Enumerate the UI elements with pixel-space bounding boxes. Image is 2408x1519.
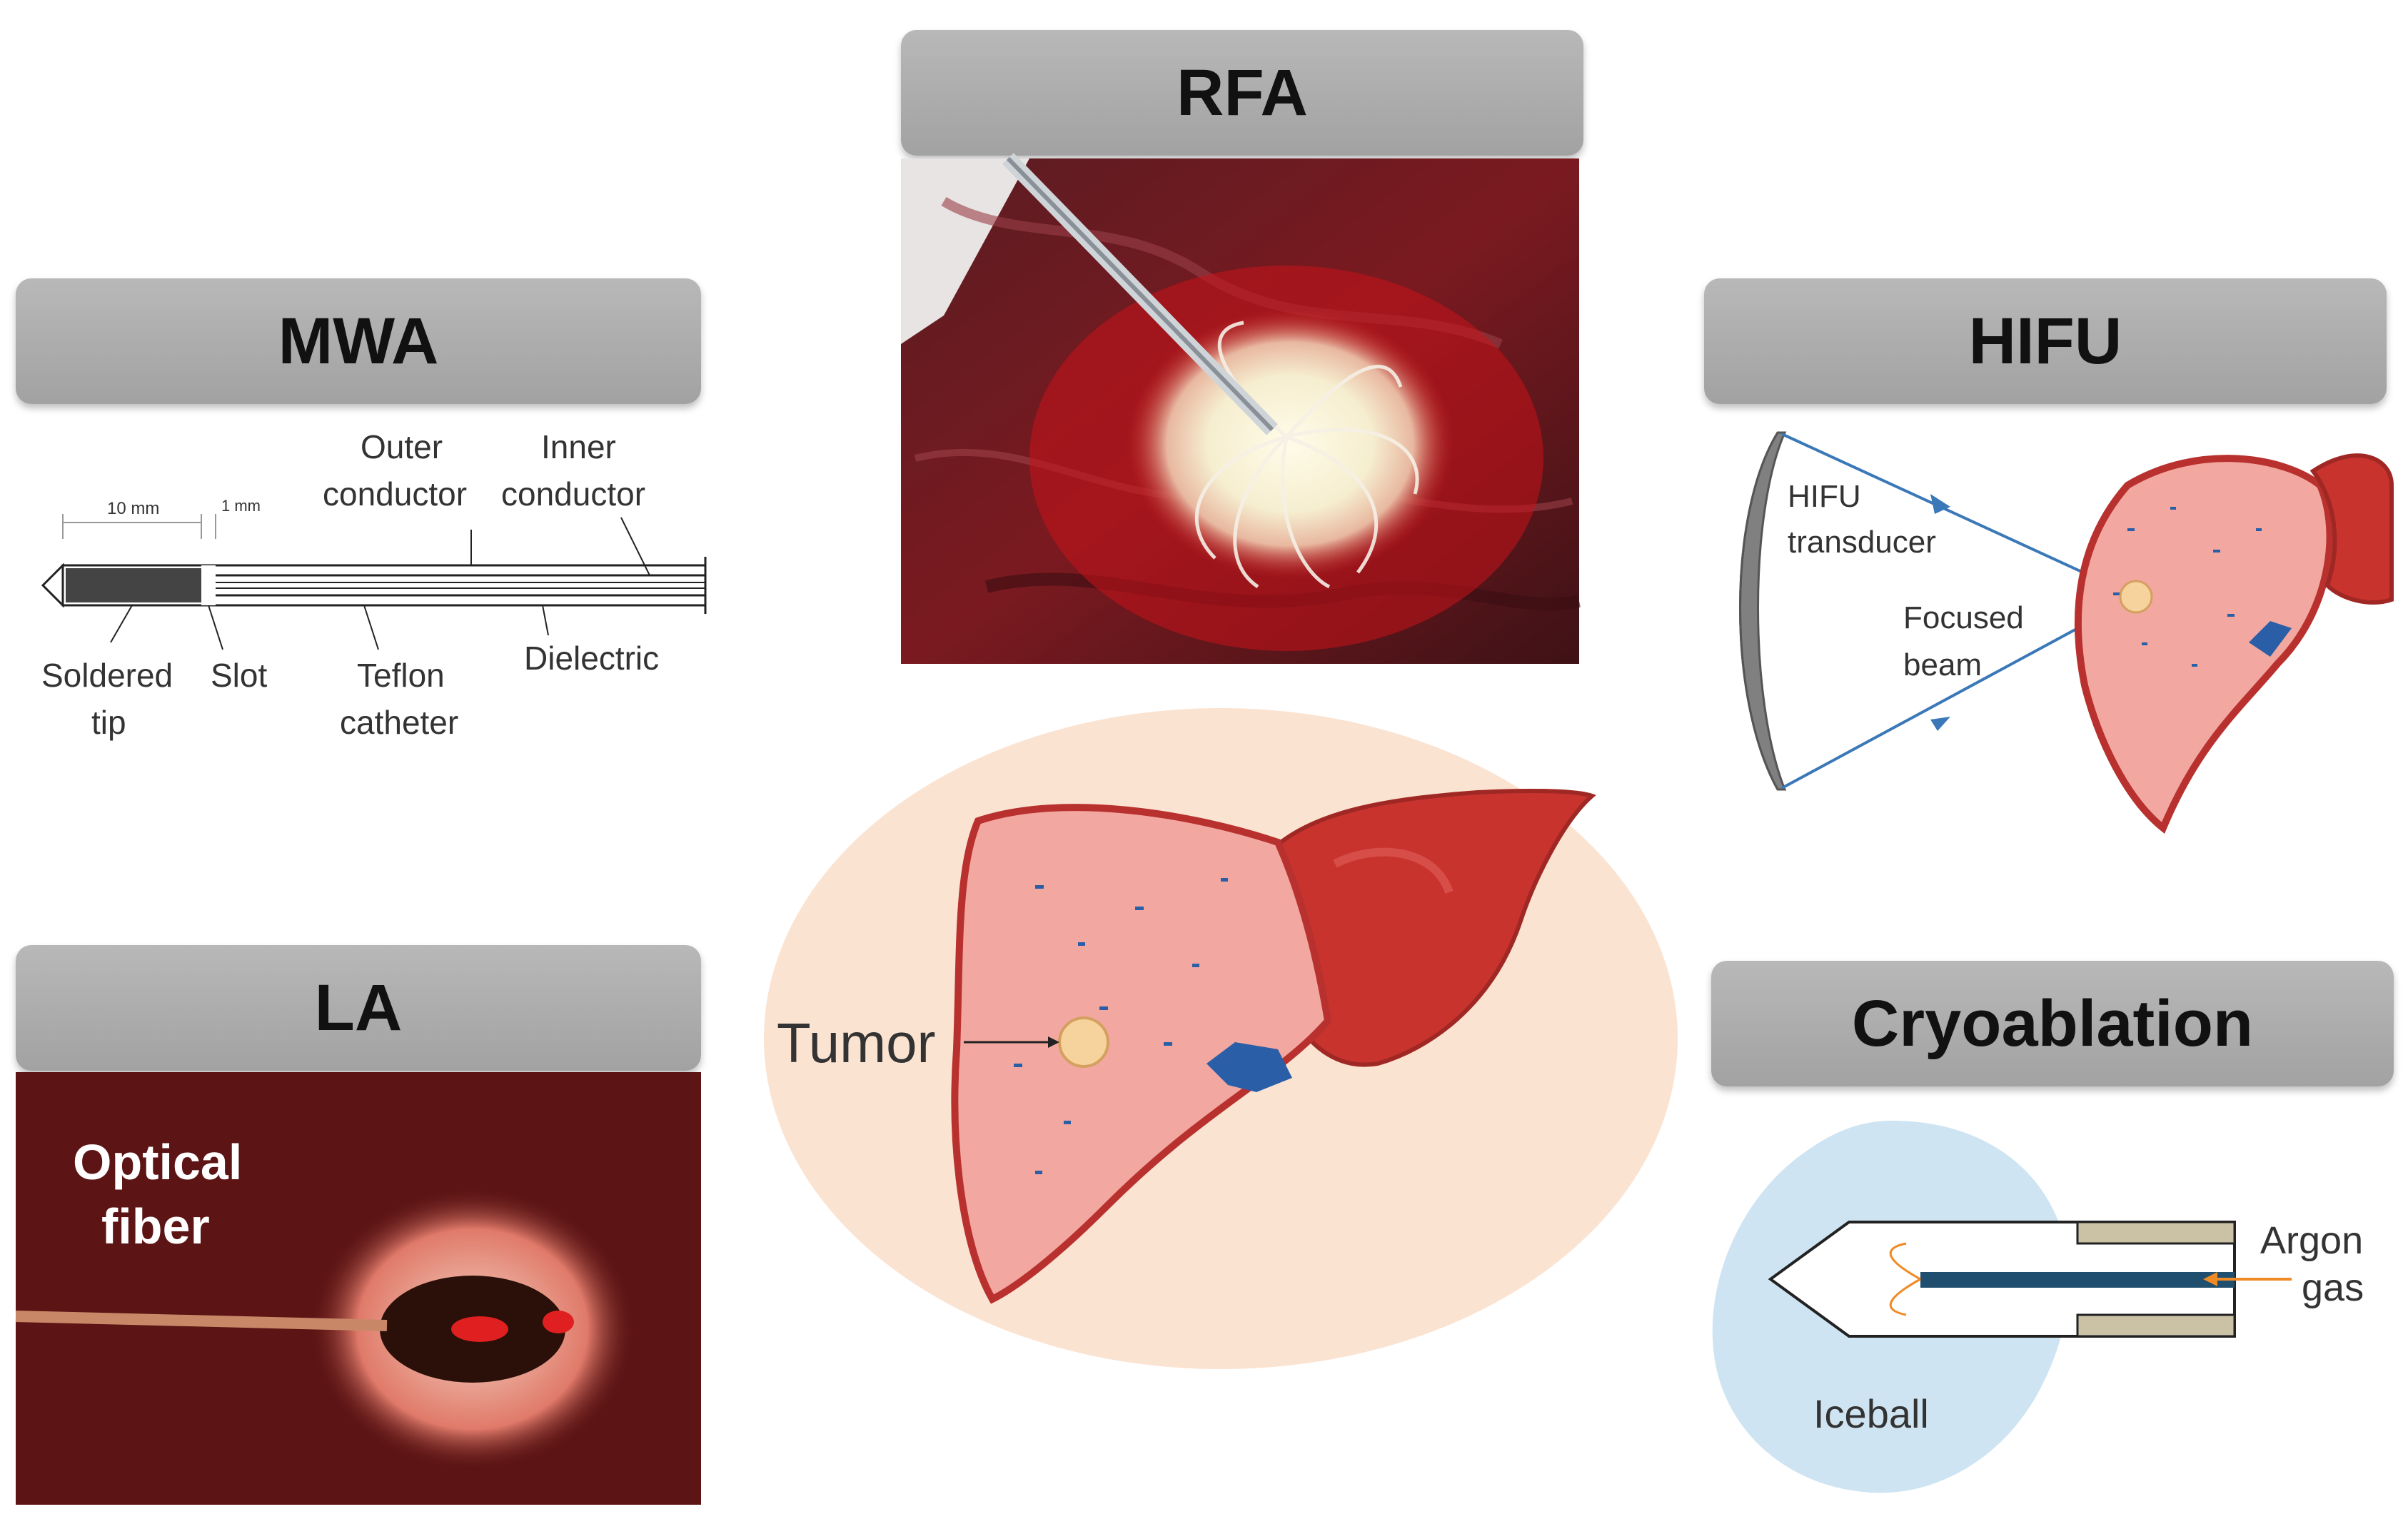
mwa-title: MWA	[16, 278, 701, 404]
mwa-slot-label: Slot	[211, 657, 267, 694]
hifu-transducer-icon	[1739, 431, 1787, 791]
cryo-argon-label-2: gas	[2302, 1266, 2364, 1309]
hifu-title: HIFU	[1704, 278, 2387, 404]
rfa-tines	[1194, 321, 1419, 589]
center-liver-illustration: Tumor	[764, 708, 1678, 1369]
tumor-label: Tumor	[777, 1011, 935, 1074]
hifu-beam-label-2: beam	[1903, 647, 1982, 682]
mwa-dim-1mm: 1 mm	[221, 497, 261, 515]
mwa-soldered-label-1: Soldered	[41, 657, 173, 694]
mwa-outer-label-1: Outer	[361, 428, 443, 465]
liver-vessel-icon	[1206, 1042, 1292, 1092]
hifu-transducer-label-2: transducer	[1788, 525, 1936, 560]
mwa-outer-label-2: conductor	[323, 475, 467, 513]
cryo-argon-label-1: Argon	[2260, 1219, 2363, 1262]
rfa-photo	[901, 153, 1581, 664]
hifu-tumor-icon	[2119, 580, 2153, 614]
cryo-iceball-label: Iceball	[1813, 1391, 1929, 1436]
hifu-diagram: HIFU transducer Focused beam	[1739, 431, 2394, 834]
cryoablation-title: Cryoablation	[1711, 961, 2394, 1086]
mwa-diagram: 10 mm 1 mm Outer conductor Inner conduct…	[41, 428, 707, 741]
mwa-teflon-label-1: Teflon	[357, 657, 445, 694]
la-title: LA	[16, 945, 701, 1071]
optical-fiber-icon	[15, 1311, 388, 1331]
cryo-probe-inner-tube	[1920, 1272, 2235, 1288]
la-photo: Optical fiber	[15, 1072, 701, 1505]
center-tumor-icon	[1058, 1016, 1109, 1068]
hifu-liver-icon	[2074, 455, 2334, 834]
cryoablation-diagram: Argon gas Iceball	[1712, 1121, 2364, 1493]
hifu-transducer-label-1: HIFU	[1788, 479, 1861, 514]
rfa-title: RFA	[901, 30, 1583, 156]
mwa-teflon-label-2: catheter	[340, 704, 458, 741]
la-fiber-label-1: Optical	[73, 1134, 242, 1190]
liver-left-lobe	[951, 804, 1332, 1304]
la-fiber-label-2: fiber	[101, 1198, 210, 1254]
mwa-dim-10mm: 10 mm	[107, 499, 159, 518]
mwa-inner-label-2: conductor	[501, 475, 645, 513]
hifu-beam-label-1: Focused	[1903, 600, 2024, 635]
mwa-dielectric-label: Dielectric	[524, 640, 659, 677]
mwa-soldered-label-2: tip	[91, 704, 126, 741]
mwa-inner-label-1: Inner	[541, 428, 616, 465]
mwa-soldered-tip	[66, 568, 201, 602]
